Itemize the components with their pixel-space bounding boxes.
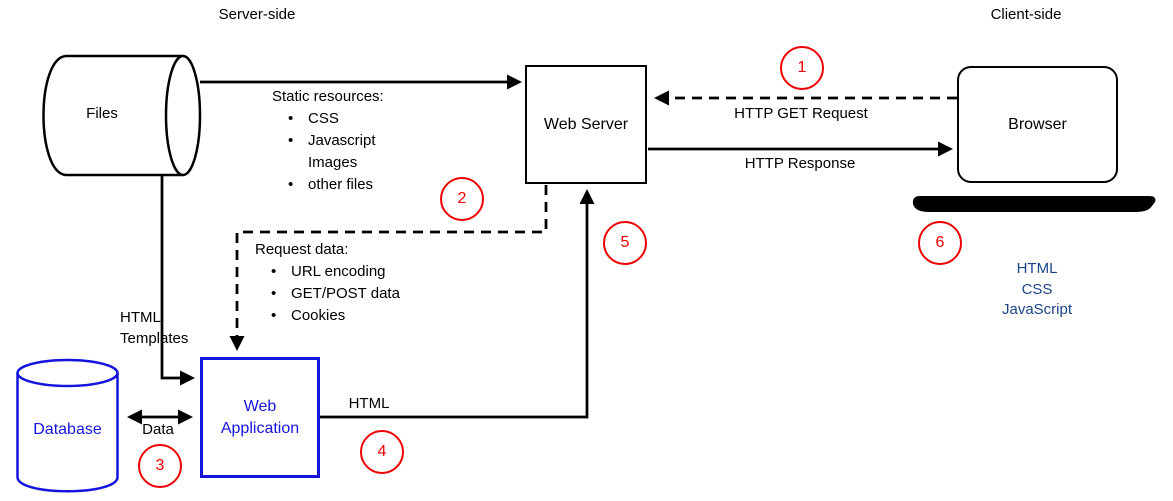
request-data-item: Cookies xyxy=(255,305,400,327)
html-templates-label-line2: Templates xyxy=(120,330,189,347)
request-data-item: GET/POST data xyxy=(255,283,400,305)
static-resources-item: CSS xyxy=(272,108,384,130)
server-side-title: Server-side xyxy=(218,6,296,23)
browser-node: Browser xyxy=(957,66,1118,183)
client-side-title: Client-side xyxy=(990,6,1062,23)
web-application-label-line2: Application xyxy=(220,419,300,437)
request-data-note: Request data: URL encoding GET/POST data… xyxy=(255,239,400,327)
static-resources-item: Javascript xyxy=(272,130,384,152)
step-badge-3: 3 xyxy=(138,444,182,488)
request-data-title: Request data: xyxy=(255,241,349,258)
browser-label: Browser xyxy=(1008,115,1067,133)
step-badge-2: 2 xyxy=(440,177,484,221)
files-node-label: Files xyxy=(86,105,118,122)
data-edge-label: Data xyxy=(142,421,174,438)
database-node-label: Database xyxy=(33,421,102,438)
web-application-node: Web Application xyxy=(200,357,320,478)
client-tech-item: JavaScript xyxy=(1001,301,1073,318)
web-server-node: Web Server xyxy=(525,65,647,184)
static-resources-title: Static resources: xyxy=(272,88,384,105)
client-tech-item: CSS xyxy=(1021,280,1053,298)
database-cylinder-shape xyxy=(16,358,119,493)
html-templates-label-line1: HTML xyxy=(120,309,161,326)
step-badge-4: 4 xyxy=(360,430,404,474)
edge-webserver-to-webapp-dashed xyxy=(229,185,548,352)
request-data-item: URL encoding xyxy=(255,261,400,283)
edge-files-to-webapp xyxy=(160,175,196,386)
step-badge-6: 6 xyxy=(918,221,962,265)
static-resources-note: Static resources: CSS Javascript Images … xyxy=(272,86,384,196)
edge-webapp-to-webserver xyxy=(320,188,595,419)
client-technologies-note: HTML CSS JavaScript xyxy=(987,259,1087,321)
web-server-label: Web Server xyxy=(543,115,629,133)
client-tech-item: HTML xyxy=(1016,260,1058,277)
step-badge-5: 5 xyxy=(603,221,647,265)
http-response-label: HTTP Response xyxy=(744,155,856,172)
step-badge-1: 1 xyxy=(780,46,824,90)
web-application-label-line1: Web xyxy=(243,397,277,415)
static-resources-item: Images xyxy=(308,154,358,171)
static-resources-item: other files xyxy=(272,174,384,196)
http-get-request-label: HTTP GET Request xyxy=(734,105,868,122)
html-edge-label: HTML xyxy=(348,395,390,412)
laptop-base-shape xyxy=(912,196,1156,212)
files-cylinder-shape xyxy=(42,54,202,177)
